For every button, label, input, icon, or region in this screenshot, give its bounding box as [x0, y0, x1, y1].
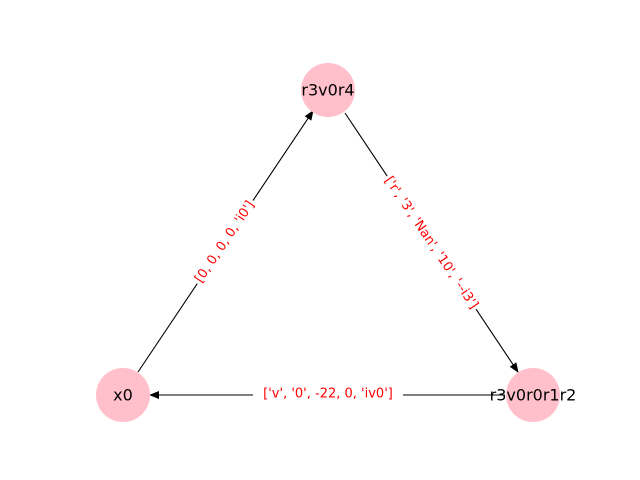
edge-r3v0r0r1r2-to-x0: ['v', '0', -22, 0, 'iv0']	[149, 385, 505, 403]
node-circle	[506, 368, 560, 422]
node-circle	[96, 368, 150, 422]
edge-label: ['r', '3', 'Nan', '10', '--i3']	[381, 174, 481, 312]
edge-x0-to-r3v0r4: [0, 0, 0, 0, 'i0']	[137, 110, 314, 373]
node-label: x0	[113, 386, 133, 405]
node-label: r3v0r4	[301, 81, 354, 100]
edge-r3v0r4-to-r3v0r0r1r2: ['r', '3', 'Nan', '10', '--i3']	[344, 112, 519, 373]
edge-label: [0, 0, 0, 0, 'i0']	[192, 198, 258, 285]
edge-label-background	[253, 385, 403, 403]
node-x0: x0	[96, 368, 150, 422]
edge-label: ['v', '0', -22, 0, 'iv0']	[263, 387, 393, 402]
node-circle	[301, 63, 355, 117]
node-r3v0r4: r3v0r4	[301, 63, 355, 117]
node-r3v0r0r1r2: r3v0r0r1r2	[490, 368, 577, 422]
node-label: r3v0r0r1r2	[490, 386, 577, 405]
edge-label-background	[378, 171, 484, 315]
edge-label-background	[189, 195, 261, 289]
